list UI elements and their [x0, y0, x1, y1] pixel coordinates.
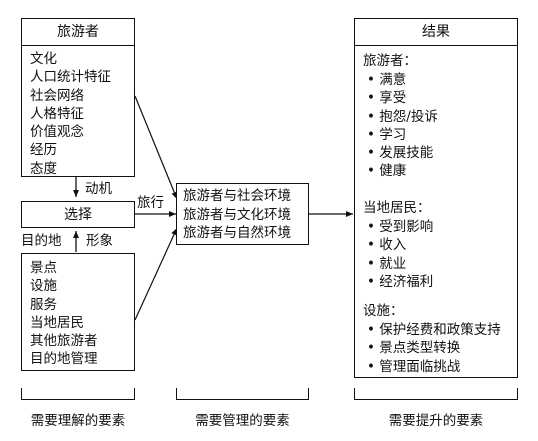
destination-element: 当地居民 [30, 314, 84, 331]
results-tourist-item: 抱怨/投诉 [367, 108, 438, 126]
tourist-attribute: 人口统计特征 [30, 69, 111, 86]
interaction-list: 旅游者与社会环境 旅游者与文化环境 旅游者与自然环境 [183, 187, 291, 243]
choice-box: 选择 [21, 201, 135, 228]
choice-label: 选择 [64, 207, 92, 223]
results-tourist-heading: 旅游者： [363, 53, 417, 69]
results-resident-item: 经济福利 [367, 273, 433, 291]
destination-element-list: 景点 设施 服务 当地居民 其他旅游者 目的地管理 [30, 259, 98, 369]
results-facility-item: 景点类型转换 [367, 339, 501, 357]
tourist-attribute: 价值观念 [30, 124, 84, 141]
tourist-attribute: 文化 [30, 51, 57, 67]
destination-to-interaction-arrow [134, 227, 178, 321]
results-tourist-item: 享受 [367, 89, 438, 107]
tourist-attribute: 社会网络 [30, 87, 84, 104]
footer-improve-label: 需要提升的要素 [388, 413, 484, 429]
tourist-box: 旅游者 文化 人口统计特征 社会网络 人格特征 价值观念 经历 态度 [21, 18, 135, 177]
tourist-box-divider [22, 45, 134, 47]
destination-element: 目的地管理 [30, 351, 98, 368]
results-facility-item: 保护经费和政策支持 [367, 321, 501, 339]
interaction-item: 旅游者与文化环境 [183, 206, 291, 223]
results-facility-item: 管理面临挑战 [367, 358, 501, 376]
results-facility-heading: 设施： [363, 303, 404, 319]
results-box-divider [355, 45, 517, 47]
understand-bracket [21, 388, 135, 400]
tourist-attribute: 人格特征 [30, 105, 84, 122]
results-facility-list: 保护经费和政策支持 景点类型转换 管理面临挑战 [367, 321, 501, 376]
results-resident-item: 就业 [367, 255, 433, 273]
destination-element: 服务 [30, 296, 57, 313]
tourist-attribute-list: 文化 人口统计特征 社会网络 人格特征 价值观念 经历 态度 [30, 50, 111, 178]
image-label: 形象 [86, 233, 113, 249]
results-tourist-item: 学习 [367, 126, 438, 144]
destination-element: 设施 [30, 278, 57, 295]
destination-label: 目的地 [21, 233, 62, 249]
results-title: 结果 [422, 24, 450, 40]
tourist-box-title: 旅游者 [57, 24, 99, 40]
destination-element: 其他旅游者 [30, 333, 98, 350]
results-resident-item: 受到影响 [367, 218, 433, 236]
interaction-item: 旅游者与社会环境 [183, 188, 291, 204]
results-resident-item: 收入 [367, 236, 433, 254]
improve-bracket [354, 388, 518, 400]
manage-bracket [176, 388, 309, 400]
motivation-label: 动机 [85, 181, 112, 197]
results-tourist-item: 发展技能 [367, 144, 438, 162]
results-tourist-item: 健康 [367, 162, 438, 180]
travel-label: 旅行 [137, 195, 164, 211]
footer-manage-label: 需要管理的要素 [195, 413, 290, 429]
interaction-box: 旅游者与社会环境 旅游者与文化环境 旅游者与自然环境 [176, 183, 309, 245]
interaction-item: 旅游者与自然环境 [183, 225, 291, 241]
results-box: 结果 旅游者： 满意 享受 抱怨/投诉 学习 发展技能 健康 当地居民： 受到影… [354, 18, 518, 378]
tourist-attribute: 经历 [30, 142, 57, 159]
destination-box: 景点 设施 服务 当地居民 其他旅游者 目的地管理 [21, 253, 135, 371]
tourist-attribute: 态度 [30, 160, 57, 177]
results-resident-heading: 当地居民： [363, 200, 431, 216]
footer-understand-label: 需要理解的要素 [30, 413, 126, 429]
results-tourist-item: 满意 [367, 71, 438, 89]
destination-element: 景点 [30, 260, 57, 276]
tourist-to-interaction-arrow [134, 95, 178, 200]
results-resident-list: 受到影响 收入 就业 经济福利 [367, 218, 433, 291]
results-tourist-list: 满意 享受 抱怨/投诉 学习 发展技能 健康 [367, 71, 438, 181]
